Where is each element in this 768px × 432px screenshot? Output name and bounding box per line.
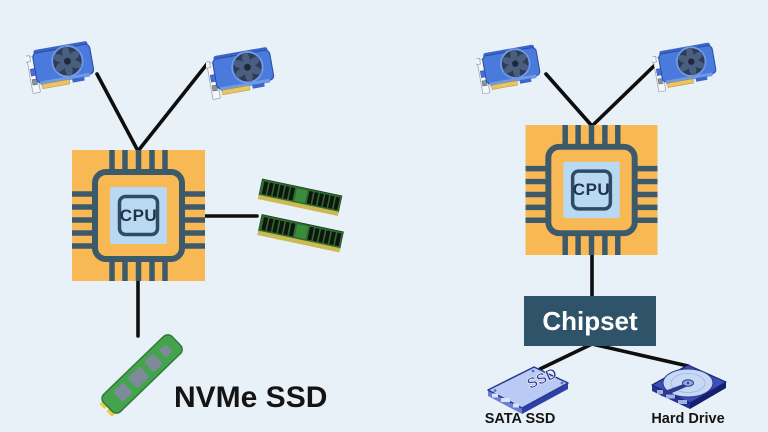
line-chipset-hard-drive [590,342,690,368]
gpu-card-icon [26,36,102,100]
cpu-label: CPU [572,180,611,199]
cpu-label: CPU [119,205,158,225]
nvme-ssd-label: NVMe SSD [174,381,328,414]
gpu-card-icon [206,42,282,106]
sata-ssd-label: SATA SSD [484,411,556,427]
line-chipset-sata-ssd [538,342,594,371]
line-left-gpu2-cpu [136,62,209,153]
line-left-gpu1-cpu [95,72,140,153]
hard-drive-icon [651,364,727,409]
nvme-ssd-icon [99,334,183,417]
line-right-gpu1-cpu [544,72,594,128]
sata-ssd-icon: SSD [487,364,569,414]
hard-drive-label: Hard Drive [651,411,725,427]
gpu-card-icon [652,38,724,98]
gpu-card-icon [476,40,548,100]
chipset-box: Chipset [524,296,656,346]
line-right-gpu2-cpu [590,62,658,128]
